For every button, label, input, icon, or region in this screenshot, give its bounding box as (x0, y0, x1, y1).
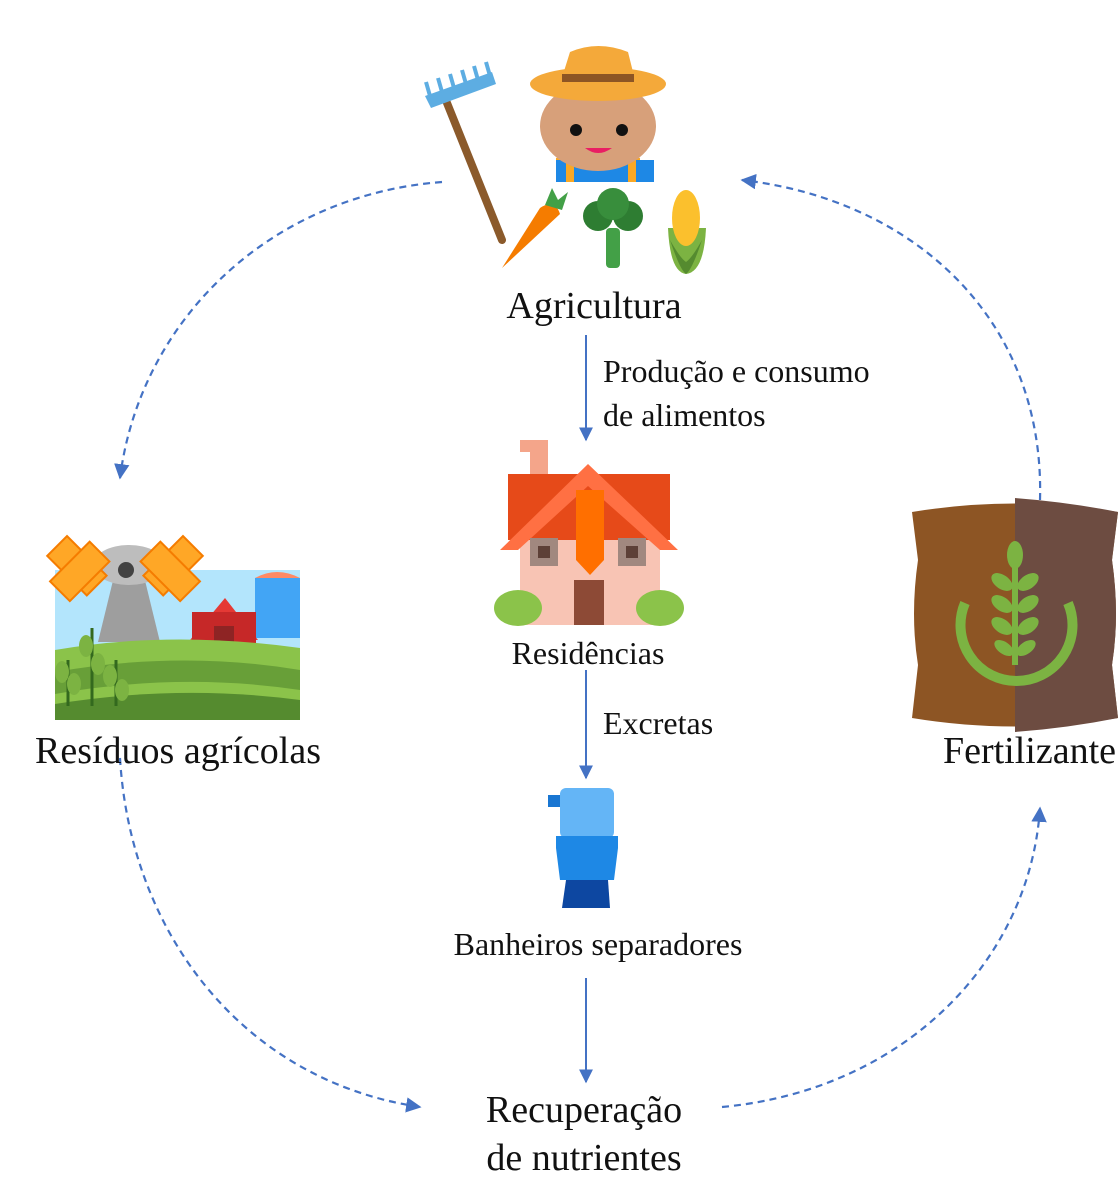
cycle-arrows (114, 173, 1047, 1113)
food-edge-label-line2: de alimentos (603, 397, 766, 433)
toilets-label: Banheiros separadores (454, 926, 743, 962)
toilet-icon (548, 788, 618, 908)
corn-icon (668, 190, 706, 274)
broccoli-icon (583, 188, 643, 268)
residences-label: Residências (512, 635, 665, 671)
arrow-waste-to-recovery (118, 757, 422, 1113)
recovery-label-line1: Recuperação (486, 1089, 682, 1131)
carrot-icon (502, 188, 568, 268)
waste-label: Resíduos agrícolas (35, 730, 321, 772)
fertilizer-label: Fertilizante (943, 730, 1116, 772)
excreta-edge-label: Excretas (603, 705, 713, 741)
house-icon (494, 440, 684, 626)
arrow-agriculture-to-waste (114, 180, 443, 480)
farmer-icon (530, 46, 666, 182)
food-edge-label-line1: Produção e consumo (603, 353, 870, 389)
fertilizer-bag-icon (912, 498, 1118, 732)
recovery-label-line2: de nutrientes (486, 1137, 681, 1178)
agriculture-label: Agricultura (506, 285, 681, 327)
arrow-fertilizer-to-agriculture (740, 173, 1042, 501)
rake-icon (424, 61, 506, 244)
windmill-farm-icon (45, 534, 300, 720)
arrow-recovery-to-fertilizer (721, 806, 1047, 1109)
